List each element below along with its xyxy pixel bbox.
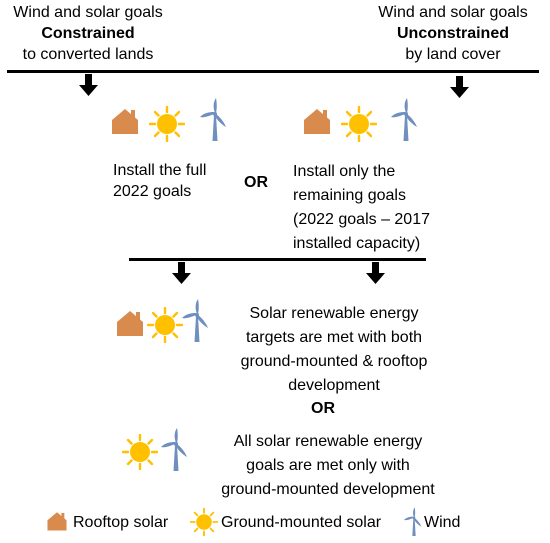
wind-turbine-icon [161, 428, 191, 472]
sun-icon [341, 106, 377, 142]
legend-rooftop-label: Rooftop solar [73, 514, 169, 531]
scenario-ground-line1: All solar renewable energy [233, 433, 423, 450]
option-full-goals: Install the full 2022 goals [113, 160, 206, 202]
left-header: Wind and solar goals Constrained to conv… [0, 2, 176, 65]
option-remaining-line1: Install only the [293, 163, 396, 180]
scenario-ground-line2: goals are met only with [246, 457, 410, 474]
arrow-down-icon [366, 262, 385, 284]
house-icon [46, 510, 68, 532]
scenario-both: Solar renewable energy targets are met w… [220, 302, 448, 398]
scenario-both-line1: Solar renewable energy [249, 305, 419, 322]
arrow-down-icon [450, 76, 469, 98]
arrow-down-icon [172, 262, 191, 284]
sun-icon [149, 106, 185, 142]
option-remaining-goals: Install only the remaining goals (2022 g… [293, 160, 430, 256]
scenario-both-line3: ground-mounted & rooftop [240, 353, 428, 370]
legend-ground-label: Ground-mounted solar [221, 514, 382, 531]
left-header-line1: Wind and solar goals [13, 4, 163, 21]
sun-icon [122, 434, 158, 470]
option-remaining-line3: (2022 goals – 2017 [293, 211, 430, 228]
left-header-line2: Constrained [41, 25, 135, 42]
scenario-both-line4: development [288, 377, 380, 394]
legend-wind-label: Wind [424, 514, 461, 531]
house-icon [115, 308, 145, 338]
option-full-line2: 2022 goals [113, 183, 192, 200]
top-divider [7, 70, 539, 73]
wind-turbine-icon [182, 299, 212, 343]
wind-turbine-icon [391, 98, 421, 142]
scenario-ground-line3: ground-mounted development [221, 481, 435, 498]
option-remaining-line2: remaining goals [293, 187, 406, 204]
house-icon [110, 106, 140, 136]
right-header-line3: by land cover [405, 46, 501, 63]
options-or: OR [244, 174, 268, 191]
left-header-line3: to converted lands [22, 46, 154, 63]
scenario-ground-only: All solar renewable energy goals are met… [197, 430, 459, 502]
option-full-line1: Install the full [113, 162, 207, 179]
sun-icon [190, 508, 218, 536]
middle-divider [129, 258, 426, 261]
wind-turbine-icon [404, 507, 424, 537]
right-header: Wind and solar goals Unconstrained by la… [360, 2, 546, 65]
house-icon [302, 106, 332, 136]
right-header-line1: Wind and solar goals [378, 4, 528, 21]
option-remaining-line4: installed capacity) [293, 235, 421, 252]
arrow-down-icon [79, 74, 98, 96]
right-header-line2: Unconstrained [396, 25, 509, 42]
scenario-both-line2: targets are met with both [245, 329, 423, 346]
scenarios-or: OR [311, 400, 335, 417]
sun-icon [147, 307, 183, 343]
wind-turbine-icon [200, 98, 230, 142]
